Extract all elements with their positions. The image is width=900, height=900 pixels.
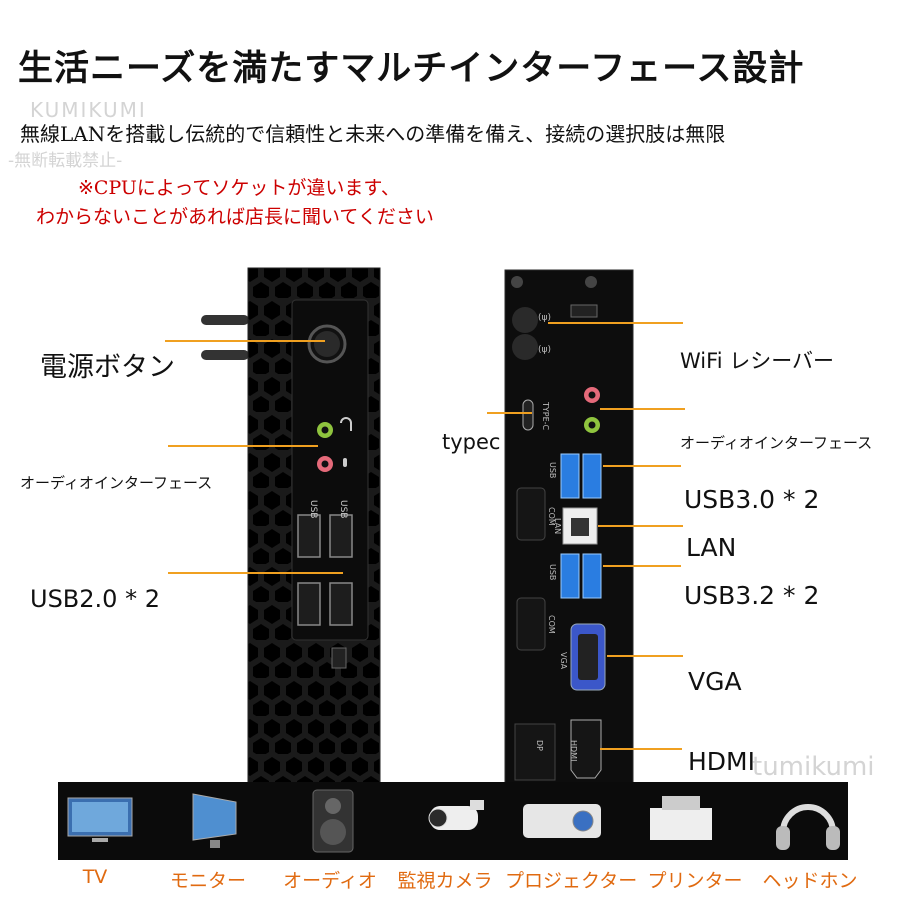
device-icons xyxy=(67,789,840,853)
note-line-2: わからないことがあれば店長に聞いてください xyxy=(36,206,434,228)
usb-port-text: USB xyxy=(548,564,557,580)
headphone-icon xyxy=(776,804,840,850)
device-label-camera: 監視カメラ xyxy=(397,870,493,892)
com-port-text: COM xyxy=(547,615,556,634)
usb-port-text: USB xyxy=(548,462,557,478)
monitor-icon xyxy=(192,793,237,848)
back-panel-image: (ψ) (ψ) TYPE-C USB COM LAN USB COM VGA D… xyxy=(504,269,634,786)
brand-watermark: KUMIKUMI xyxy=(30,98,147,122)
notice-watermark: -無断転載禁止- xyxy=(8,151,123,171)
power-button-label: 電源ボタン xyxy=(40,352,175,383)
left-audio-label: オーディオインターフェース xyxy=(20,474,213,492)
camera-icon xyxy=(428,800,484,830)
usb-port-text: USB xyxy=(308,500,318,518)
antenna-icon xyxy=(201,350,249,360)
com-port-text: COM xyxy=(547,507,556,526)
front-panel-image: USB USB xyxy=(201,267,381,785)
antenna-icon xyxy=(201,315,249,325)
lan-port-text: LAN xyxy=(553,518,562,534)
dp-port-text: DP xyxy=(535,740,544,751)
printer-icon xyxy=(650,796,712,840)
usb32-label: USB3.2 * 2 xyxy=(684,581,820,610)
page-subtitle: 無線LANを搭載し伝統的で信頼性と未来への準備を備え、接続の選択肢は無限 xyxy=(20,122,726,146)
device-label-audio: オーディオ xyxy=(283,870,377,892)
brand-watermark-bottom: tumikumi xyxy=(752,752,875,782)
typec-port-text: TYPE-C xyxy=(541,401,550,431)
left-usb-label: USB2.0 * 2 xyxy=(30,585,160,613)
device-label-tv: TV xyxy=(82,866,108,888)
svg-text:(ψ): (ψ) xyxy=(538,313,551,323)
hdmi-label: HDMI xyxy=(688,747,755,776)
vga-port-text: VGA xyxy=(559,652,568,670)
device-label-monitor: モニター xyxy=(169,870,246,892)
typec-label: typec xyxy=(442,430,501,454)
hdmi-port-text: HDMI xyxy=(569,740,578,761)
vga-label: VGA xyxy=(688,667,742,696)
wifi-label: WiFi レシーバー xyxy=(680,349,834,373)
device-label-headphone: ヘッドホン xyxy=(762,870,858,892)
projector-icon xyxy=(523,804,601,838)
usb30-label: USB3.0 * 2 xyxy=(684,485,820,514)
device-label-printer: プリンター xyxy=(647,870,743,892)
device-label-projector: プロジェクター xyxy=(505,870,638,892)
svg-text:(ψ): (ψ) xyxy=(538,345,551,355)
usb-port-text: USB xyxy=(338,500,348,518)
page-title: 生活ニーズを満たすマルチインターフェース設計 xyxy=(18,48,805,89)
right-audio-label: オーディオインターフェース xyxy=(680,434,873,452)
tv-icon xyxy=(67,797,133,842)
speaker-icon xyxy=(312,789,354,853)
note-line-1: ※CPUによってソケットが違います、 xyxy=(78,177,400,199)
lan-label: LAN xyxy=(686,533,737,562)
